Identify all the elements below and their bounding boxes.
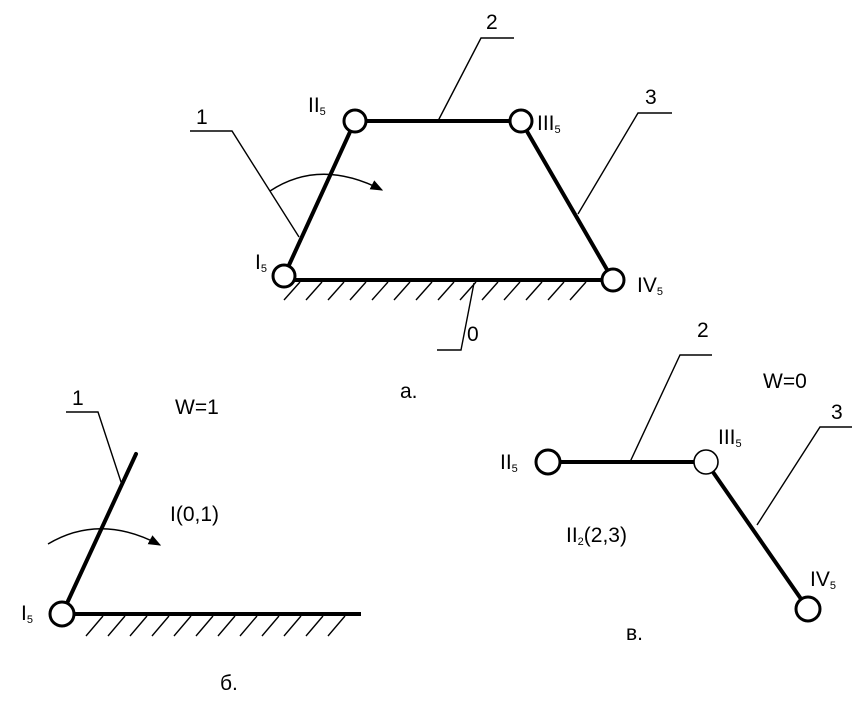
leader-line-1 (190, 130, 300, 238)
leader-line-1-b (66, 411, 123, 486)
link-label-3-c: 3 (831, 401, 843, 424)
joint-label-I-a: I5 (255, 251, 267, 275)
joint-label-IV-a: IV5 (637, 274, 663, 298)
leader-line-3 (577, 112, 672, 215)
link-label-3-a: 3 (645, 86, 657, 109)
group-label-c: II2(2,3) (566, 524, 627, 548)
joint-IV-c (794, 595, 822, 623)
joint-III-c (693, 449, 719, 475)
leader-line-3-c (756, 426, 852, 526)
joint-I-a (271, 263, 297, 289)
caption-c: в. (626, 622, 643, 645)
crank-link-1-b (60, 452, 138, 616)
mobility-label-b: W=1 (175, 396, 219, 419)
figure-a: 1 2 3 0 I5 II5 III5 IV5 a. (190, 11, 672, 403)
rotation-arrow-a (269, 173, 384, 192)
joint-label-II-c: II5 (500, 451, 518, 475)
joint-label-IV-c: IV5 (810, 568, 836, 592)
joint-III-a (508, 108, 534, 134)
link-label-2-c: 2 (697, 319, 709, 342)
figure-b: 1 W=1 I(0,1) I5 б. (21, 387, 361, 695)
joint-I-b (48, 600, 76, 628)
group-label-b: I(0,1) (170, 503, 219, 526)
joint-II-c (534, 448, 562, 476)
ground-hatching-b (85, 615, 346, 637)
figure-c: 2 3 W=0 II5 III5 IV5 II2(2,3) в. (500, 319, 852, 645)
joint-label-II-a: II5 (308, 94, 326, 118)
link-label-1-a: 1 (196, 106, 208, 129)
link-label-1-b: 1 (72, 387, 84, 410)
crank-link-1 (282, 119, 357, 278)
leader-line-2-c (629, 354, 712, 463)
joint-IV-a (600, 267, 626, 293)
rocker-link-3-c (704, 460, 810, 611)
joint-II-a (342, 108, 368, 134)
mobility-label-c: W=0 (763, 370, 807, 393)
rotation-arrow-b (47, 528, 162, 546)
joint-label-III-c: III5 (718, 426, 742, 450)
caption-b: б. (220, 672, 238, 695)
link-label-0-a: 0 (467, 323, 479, 346)
rocker-link-3 (519, 119, 615, 282)
caption-a: a. (400, 380, 418, 403)
leader-line-2 (437, 37, 514, 122)
ground-hatching (283, 281, 587, 301)
joint-label-I-b: I5 (21, 602, 33, 626)
joint-label-III-a: III5 (537, 112, 561, 136)
leader-line-0 (437, 282, 475, 351)
link-label-2-a: 2 (486, 11, 498, 34)
